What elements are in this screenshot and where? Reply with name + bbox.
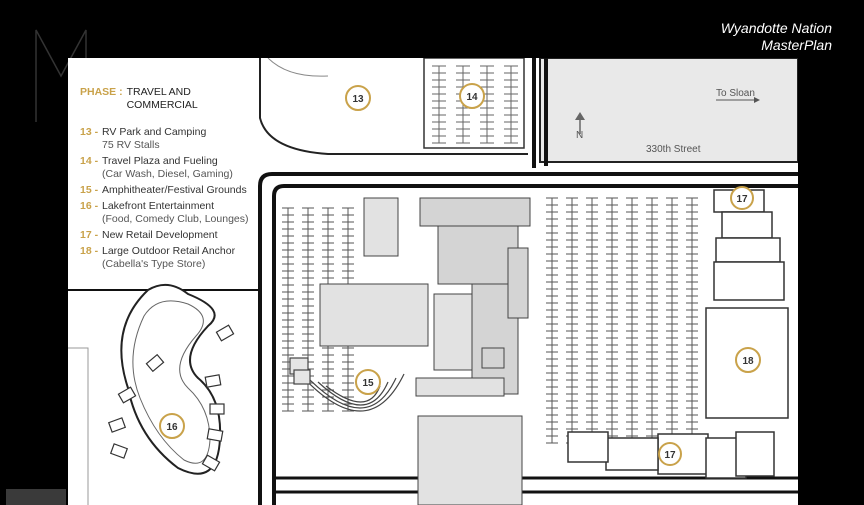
retail-buildings bbox=[319, 197, 523, 505]
legend-item-title: RV Park and Camping bbox=[102, 126, 207, 138]
marker-15-label: 15 bbox=[362, 378, 374, 389]
legend-item-subtitle: (Cabella's Type Store) bbox=[102, 258, 206, 270]
street-label: 330th Street bbox=[646, 144, 701, 155]
legend-item: 15 -Amphitheater/Festival Grounds bbox=[80, 184, 280, 197]
legend-item-number: 18 - bbox=[80, 245, 99, 257]
legend-item-subtitle: (Car Wash, Diesel, Gaming) bbox=[102, 168, 233, 180]
lakefront-buildings bbox=[107, 324, 235, 472]
marker-14-label: 14 bbox=[466, 92, 478, 103]
marker-17-north[interactable]: 17 bbox=[730, 186, 754, 210]
legend-phase-key: PHASE : bbox=[80, 86, 123, 98]
legend-item-number: 13 - bbox=[80, 126, 99, 138]
marker-16[interactable]: 16 bbox=[159, 413, 185, 439]
field-parcel bbox=[539, 58, 798, 163]
deck-title-line2: MasterPlan bbox=[761, 37, 832, 53]
deck-title: Wyandotte Nation MasterPlan bbox=[721, 20, 832, 54]
legend-item: 14 -Travel Plaza and Fueling(Car Wash, D… bbox=[80, 155, 280, 181]
legend-item-number: 17 - bbox=[80, 229, 99, 241]
marker-17-south[interactable]: 17 bbox=[658, 442, 682, 466]
legend-item-title: Large Outdoor Retail Anchor bbox=[102, 245, 236, 257]
legend-item: 16 -Lakefront Entertainment(Food, Comedy… bbox=[80, 200, 280, 226]
legend-item: 18 -Large Outdoor Retail Anchor(Cabella'… bbox=[80, 245, 280, 271]
travel-plaza-lot bbox=[423, 58, 525, 149]
legend-item-number: 16 - bbox=[80, 200, 99, 212]
marker-13-label: 13 bbox=[352, 94, 364, 105]
lake-loop-road bbox=[120, 283, 222, 475]
legend-phase: PHASE : TRAVEL AND COMMERCIAL bbox=[80, 86, 280, 112]
legend-item-title: Lakefront Entertainment bbox=[102, 200, 215, 212]
to-sloan-label: To Sloan bbox=[716, 88, 755, 99]
main-building bbox=[419, 197, 531, 395]
marker-18[interactable]: 18 bbox=[735, 347, 761, 373]
legend-phase-value: TRAVEL AND COMMERCIAL bbox=[126, 86, 198, 111]
map-legend: PHASE : TRAVEL AND COMMERCIAL 13 -RV Par… bbox=[80, 86, 280, 274]
site-plan-drawing: 13 14 15 16 17 17 18 330th Street To Slo… bbox=[68, 58, 798, 505]
marker-14[interactable]: 14 bbox=[459, 83, 485, 109]
deck-title-line1: Wyandotte Nation bbox=[720, 20, 832, 36]
marker-18-label: 18 bbox=[742, 356, 754, 367]
legend-item-title: Travel Plaza and Fueling bbox=[102, 155, 218, 167]
legend-item-number: 14 - bbox=[80, 155, 99, 167]
legend-item: 17 -New Retail Development bbox=[80, 229, 280, 242]
marker-13[interactable]: 13 bbox=[345, 85, 371, 111]
marker-17-south-label: 17 bbox=[664, 450, 676, 461]
marker-16-label: 16 bbox=[166, 422, 178, 433]
roads bbox=[68, 58, 798, 505]
legend-item-subtitle: (Food, Comedy Club, Lounges) bbox=[102, 213, 249, 225]
north-label: N bbox=[576, 130, 583, 141]
slide-thumbnail[interactable] bbox=[6, 489, 66, 505]
rv-loop-road bbox=[259, 58, 528, 155]
legend-item-number: 15 - bbox=[80, 184, 99, 196]
legend-item-title: New Retail Development bbox=[102, 229, 218, 241]
east-buildings bbox=[567, 189, 789, 479]
marker-17-north-label: 17 bbox=[736, 194, 748, 205]
legend-item-title: Amphitheater/Festival Grounds bbox=[102, 184, 247, 196]
site-plan-map: 13 14 15 16 17 17 18 330th Street To Slo… bbox=[68, 58, 798, 505]
marker-15[interactable]: 15 bbox=[355, 369, 381, 395]
legend-item-subtitle: 75 RV Stalls bbox=[102, 139, 160, 151]
amphitheater bbox=[289, 357, 405, 412]
